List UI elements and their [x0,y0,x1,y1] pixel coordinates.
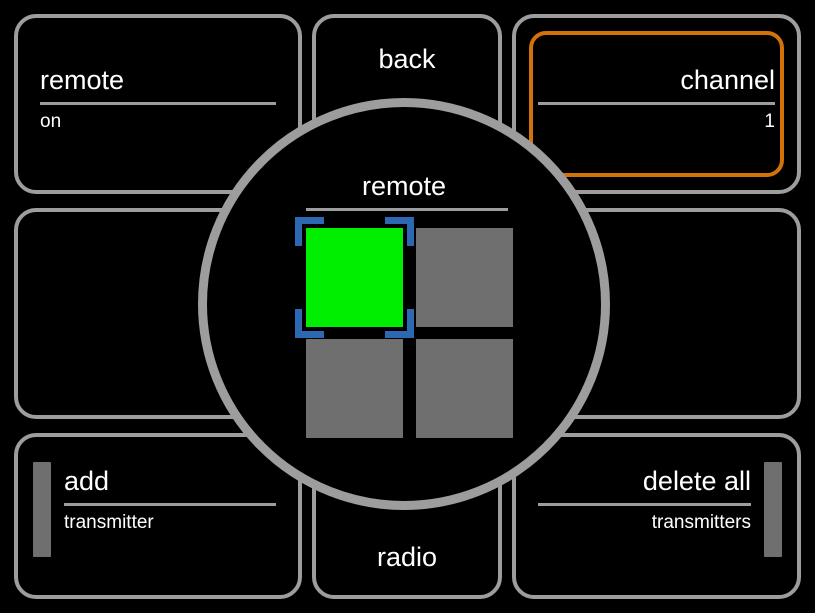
center-dial-ring [198,98,610,510]
scroll-marker-icon [33,462,51,557]
remote-power-title: remote [40,65,125,95]
tile-delete-all-body: delete all transmitters [516,437,797,595]
add-transmitter-value: transmitter [64,512,154,533]
selection-bracket-top-right-icon [385,217,414,246]
tile-channel-body: channel 1 [516,18,797,190]
channel-title: channel [680,65,775,95]
tile-add-transmitter-body: add transmitter [18,437,298,595]
add-transmitter-title: add [64,466,110,496]
center-dial-content: remote [198,98,610,510]
remote-power-stack: remote on [40,64,276,134]
delete-all-stack: delete all transmitters [538,465,751,535]
selection-bracket-bottom-left-icon [295,309,324,338]
radio-label: radio [376,542,438,572]
center-dial-title: remote [361,171,447,201]
remote-power-value: on [40,111,62,132]
delete-all-value: transmitters [651,512,751,533]
channel-cell-0[interactable] [295,217,414,338]
delete-all-title: delete all [642,466,751,496]
center-dial[interactable]: remote [198,98,610,510]
selection-bracket-top-left-icon [295,217,324,246]
center-dial-rule [306,208,508,211]
tile-delete-all-transmitters[interactable]: delete all transmitters [512,433,801,599]
channel-grid [295,217,513,438]
tile-remote-power[interactable]: remote on [14,14,302,194]
channel-cell-1[interactable] [416,228,513,327]
scroll-marker-icon [764,462,782,557]
channel-stack: channel 1 [538,64,775,134]
add-transmitter-rule [64,503,276,506]
add-transmitter-stack: add transmitter [64,465,276,535]
channel-value: 1 [764,111,775,132]
channel-rule [538,102,775,105]
tile-remote-power-body: remote on [18,18,298,190]
channel-cell-0-brackets [295,217,414,338]
channel-cell-3[interactable] [416,339,513,438]
remote-power-rule [40,102,276,105]
back-label: back [378,44,436,74]
delete-all-rule [538,503,751,506]
selection-bracket-bottom-right-icon [385,309,414,338]
channel-cell-2[interactable] [306,339,403,438]
tile-add-transmitter[interactable]: add transmitter [14,433,302,599]
